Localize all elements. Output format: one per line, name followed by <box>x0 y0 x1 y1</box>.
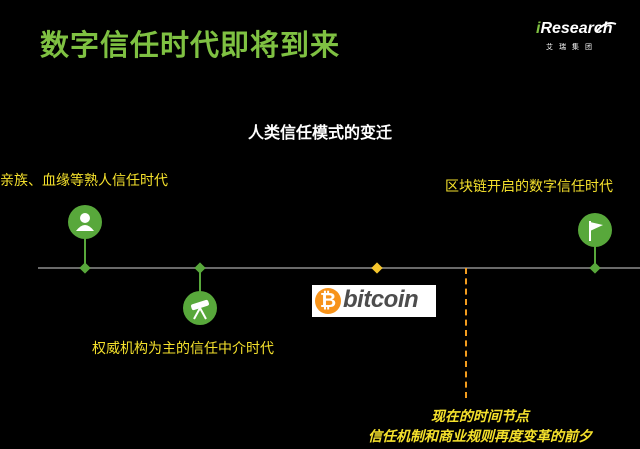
logo-subtitle: 艾瑞集团 <box>546 43 598 51</box>
page-title: 数字信任时代即将到来 <box>40 28 341 62</box>
stem-authority <box>199 268 201 292</box>
telescope-icon <box>183 291 217 325</box>
timeline-node-bitcoin <box>371 262 383 274</box>
era-label-digital: 区块链开启的数字信任时代 <box>445 179 613 195</box>
iresearch-logo: iResearch 艾瑞集团 <box>536 20 626 56</box>
now-marker <box>465 268 467 398</box>
bitcoin-logo: ₿ bitcoin <box>312 285 436 317</box>
bitcoin-wordmark: bitcoin <box>343 286 419 313</box>
timeline-axis <box>38 267 640 269</box>
timeline-node-authority <box>194 262 206 274</box>
flag-icon <box>578 213 612 247</box>
era-label-authority: 权威机构为主的信任中介时代 <box>92 341 274 357</box>
bitcoin-coin-icon: ₿ <box>315 288 341 314</box>
stem-kinship <box>84 236 86 267</box>
timeline-node-digital <box>589 262 601 274</box>
timeline-node-kinship <box>79 262 91 274</box>
now-note-line2: 信任机制和商业规则再度变革的前夕 <box>368 429 592 445</box>
logo-name: iResearch <box>536 20 613 37</box>
diagram-title: 人类信任模式的变迁 <box>247 123 392 142</box>
now-note-line1: 现在的时间节点 <box>431 409 529 425</box>
logo-swoosh-icon <box>595 22 617 33</box>
era-label-kinship: 亲族、血缘等熟人信任时代 <box>0 173 168 189</box>
person-icon <box>68 205 102 239</box>
stem-digital <box>594 245 596 267</box>
